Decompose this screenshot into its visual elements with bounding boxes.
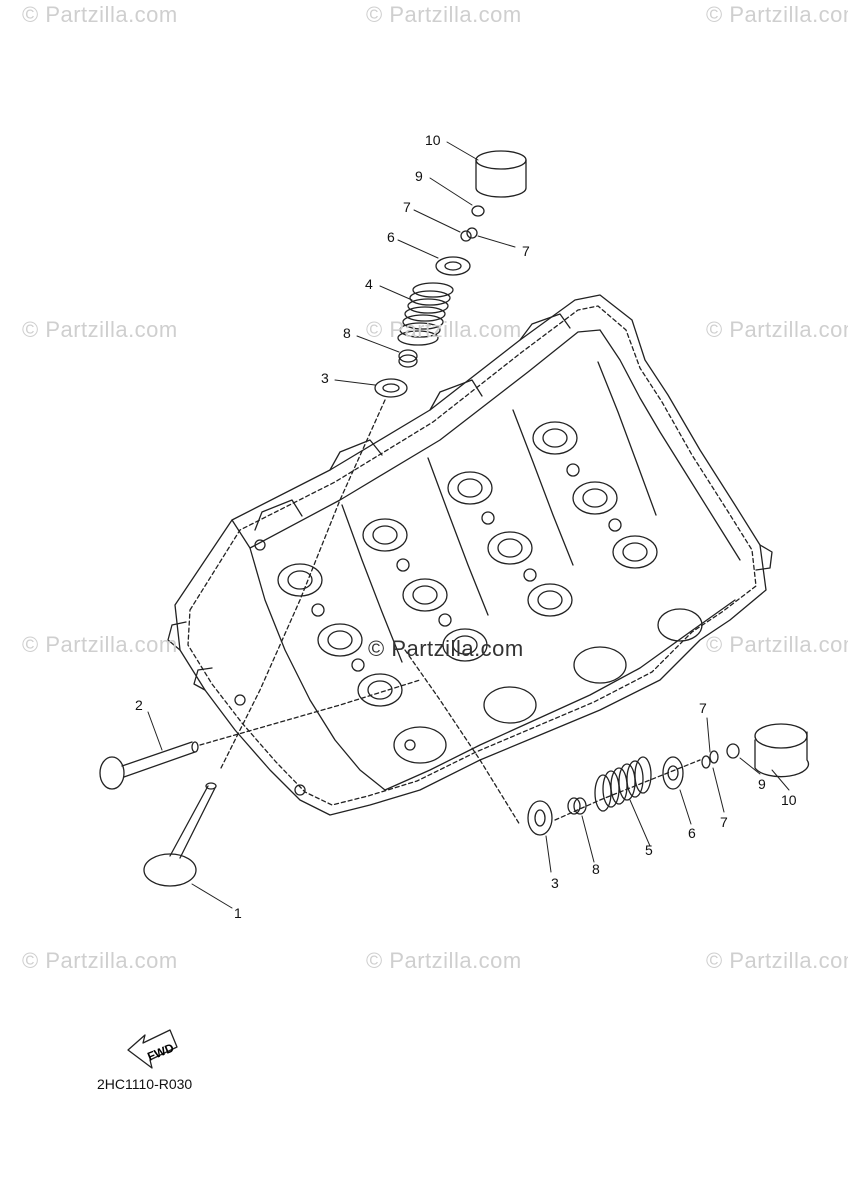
fwd-label: FWD xyxy=(145,1040,176,1063)
callout-seal-lower: 8 xyxy=(592,861,600,877)
callout-valve-exhaust: 1 xyxy=(234,905,242,921)
watermark: © Partzilla.com xyxy=(366,317,522,342)
callout-valve-intake: 2 xyxy=(135,697,143,713)
shim-lower xyxy=(726,743,740,759)
callout-keeper-upper-b: 7 xyxy=(522,243,530,259)
lifter-lower xyxy=(754,723,810,778)
cylinder-head xyxy=(167,294,773,816)
seat-washer-upper xyxy=(374,378,408,398)
watermark: © Partzilla.com xyxy=(366,2,522,27)
callout-seal-upper: 8 xyxy=(343,325,351,341)
lifter-upper xyxy=(475,150,527,198)
watermark: © Partzilla.com xyxy=(706,2,848,27)
watermark-center: © Partzilla.com xyxy=(368,636,524,661)
watermark: © Partzilla.com xyxy=(22,632,178,657)
watermark: © Partzilla.com xyxy=(22,317,178,342)
callout-keeper-lower-b: 7 xyxy=(720,814,728,830)
keepers-upper xyxy=(460,227,478,242)
callout-lifter-upper: 10 xyxy=(425,132,441,148)
callout-spring-lower: 5 xyxy=(645,842,653,858)
watermark: © Partzilla.com xyxy=(706,632,848,657)
watermark: © Partzilla.com xyxy=(22,948,178,973)
stem-seal-upper xyxy=(398,349,418,368)
spring-upper xyxy=(397,282,454,346)
valve-intake xyxy=(99,741,199,790)
callout-retainer-lower: 6 xyxy=(688,825,696,841)
spring-lower xyxy=(594,756,652,812)
callout-retainer-upper: 6 xyxy=(387,229,395,245)
stem-seal-lower xyxy=(567,797,587,815)
retainer-upper xyxy=(435,256,471,276)
valve-exhaust xyxy=(143,782,217,887)
diagram-code: 2HC1110-R030 xyxy=(97,1076,193,1092)
callout-shim-upper: 9 xyxy=(415,168,423,184)
callout-keeper-lower-a: 7 xyxy=(699,700,707,716)
watermark: © Partzilla.com xyxy=(366,948,522,973)
seat-washer-lower xyxy=(527,800,553,836)
shim-upper xyxy=(471,205,485,217)
fwd-arrow-icon xyxy=(127,1029,178,1069)
callout-lifter-lower: 10 xyxy=(781,792,797,808)
watermark: © Partzilla.com xyxy=(22,2,178,27)
retainer-lower xyxy=(662,756,684,790)
watermark: © Partzilla.com xyxy=(706,317,848,342)
keepers-lower xyxy=(701,750,719,769)
callout-washer-lower: 3 xyxy=(551,875,559,891)
callout-keeper-upper-a: 7 xyxy=(403,199,411,215)
callout-washer-upper: 3 xyxy=(321,370,329,386)
callout-spring-upper: 4 xyxy=(365,276,373,292)
watermark: © Partzilla.com xyxy=(706,948,848,973)
leader-lines xyxy=(147,141,790,909)
callout-shim-lower: 9 xyxy=(758,776,766,792)
